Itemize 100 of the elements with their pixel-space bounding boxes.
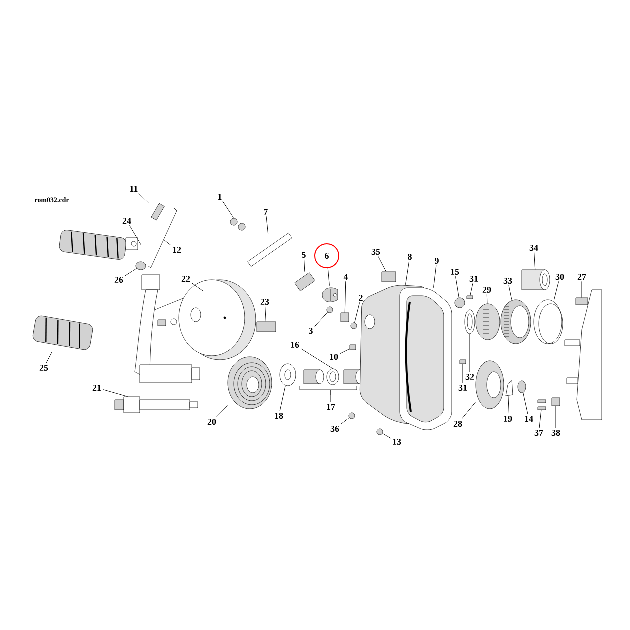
part-drawing [136,262,146,270]
callout-number: 31 [458,385,468,392]
part-drawing [280,364,296,386]
leader-line [304,259,306,272]
leader-line [406,261,410,286]
callout-number: 24 [122,218,132,224]
part-drawing [32,316,94,350]
leader-line [382,433,392,439]
leader-line [328,268,330,286]
part-drawing [476,304,500,340]
callout-number: 1 [218,194,222,200]
callout-number: 16 [291,342,300,348]
callout-number: 6 [325,253,329,260]
callout-number: 21 [92,385,102,391]
leader-line [280,386,286,412]
part-drawing [230,218,246,231]
part-drawing [256,322,276,332]
callout-number: 38 [552,430,560,436]
part-drawing [506,380,514,396]
callout-number: 19 [504,416,512,422]
part-drawing [340,312,350,322]
callout-number: 26 [114,277,124,284]
leader-line [222,201,234,218]
part-drawing [476,360,504,410]
callout-number: 7 [264,209,268,215]
callout-number: 29 [482,287,492,294]
callout-number: 28 [454,420,462,428]
leader-line [314,312,328,327]
leader-line [192,283,204,292]
leader-line [124,268,138,276]
part-drawing [466,296,474,300]
leader-line [300,348,334,370]
leader-line [378,256,387,272]
part-drawing [326,306,334,314]
leader-line [102,390,128,398]
part-drawing [114,396,198,414]
callout-number: 10 [330,354,338,360]
part-drawing [350,322,358,330]
callout-number: 25 [40,365,48,372]
leader-line [130,225,142,246]
callout-number: 11 [130,186,138,192]
part-drawing [322,288,338,302]
callout-number: 18 [275,412,284,420]
leader-line [470,283,474,296]
part-drawing [400,288,452,430]
callout-number: 32 [466,374,474,380]
leader-line [330,390,332,403]
leader-line [266,216,269,234]
callout-number: 9 [435,258,439,264]
callout-number: 5 [302,252,306,258]
callout-number: 36 [330,426,340,432]
part-drawing [522,270,550,290]
part-drawing [576,298,588,306]
callout-number: 23 [260,299,270,306]
leader-line [344,281,346,314]
leader-line [539,410,542,429]
part-drawing [151,203,165,221]
callout-number: 22 [182,276,190,282]
part-drawing [294,272,316,292]
leader-line [534,252,536,270]
callout-number: 17 [327,404,336,410]
part-drawing [552,398,560,406]
callout-number: 27 [578,274,586,280]
part-drawing [350,344,356,350]
callout-number: 8 [408,254,412,260]
leader-line [508,396,510,415]
callout-number: 14 [525,416,534,422]
leader-line [138,193,150,204]
part-drawing [228,356,272,410]
callout-number: 31 [470,276,478,282]
leader-line [462,364,464,384]
callout-number: 34 [530,245,538,252]
callout-number: 30 [556,274,564,280]
callout-number: 35 [372,249,380,256]
leader-line [216,406,228,418]
leader-line [340,418,350,425]
leader-line [523,392,528,415]
highlight-circle [314,244,340,268]
part-drawing [534,300,564,344]
part-drawing [382,272,396,282]
leader-line [265,306,266,322]
part-drawing [538,400,546,410]
part-drawing [464,310,476,334]
leader-line [508,285,512,300]
part-drawing [248,233,292,267]
leader-line [554,281,560,300]
callout-number: 4 [344,274,348,280]
leader-line [164,240,172,246]
part-drawing [518,380,526,394]
part-drawing [59,230,138,260]
leader-line [462,402,476,420]
part-drawing [500,300,532,344]
leader-line [46,352,52,364]
callout-number: 33 [504,278,512,284]
leader-line [434,265,437,288]
leader-line [340,348,350,354]
leader-line [354,302,360,324]
leader-line [486,294,488,304]
callout-number: 3 [309,328,313,334]
part-drawing [460,360,466,364]
